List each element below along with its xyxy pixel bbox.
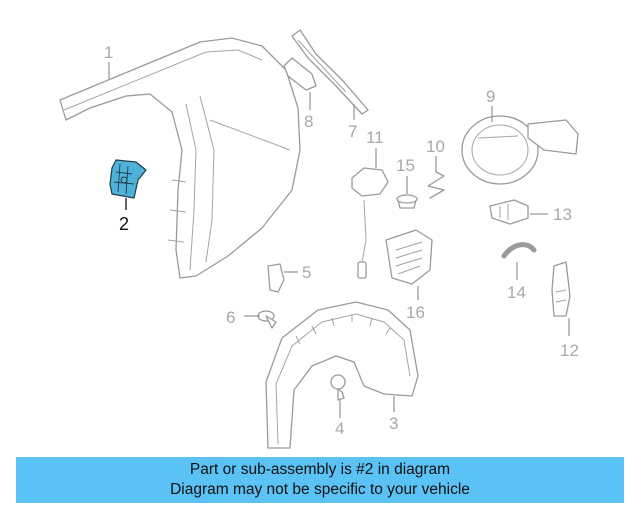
callout-7: 7	[348, 122, 357, 141]
callout-6: 6	[226, 308, 235, 327]
callout-14: 14	[507, 283, 526, 302]
callout-8: 8	[304, 112, 313, 131]
callout-2[interactable]: 2	[119, 214, 129, 234]
parts-diagram: 1 2 3 4 5 6 7 8 9 10 11 12 13 14 15 16	[59, 29, 579, 449]
clip-part-5	[267, 263, 285, 293]
callout-3: 3	[389, 414, 398, 433]
callout-5: 5	[302, 263, 311, 282]
grommet-part-15	[396, 194, 418, 209]
banner-line-disclaimer: Diagram may not be specific to your vehi…	[170, 481, 470, 498]
bracket-part-12	[551, 261, 571, 317]
callout-12: 12	[560, 341, 579, 360]
callout-10: 10	[426, 137, 445, 156]
connector-part-13	[489, 199, 529, 225]
trim-strip-part-7	[291, 29, 369, 115]
callout-16: 16	[406, 303, 425, 322]
actuator-part-11	[351, 167, 389, 279]
spring-part-10	[427, 171, 445, 199]
leader-lines	[108, 62, 570, 418]
vent-part-16	[385, 229, 433, 285]
bolt-part-4	[330, 374, 346, 401]
fuel-door-part-9	[461, 115, 579, 185]
callout-4: 4	[335, 419, 344, 438]
push-pin-part-6	[257, 310, 277, 329]
callout-11: 11	[366, 128, 384, 147]
callout-13: 13	[553, 205, 572, 224]
wheel-liner-part-3	[265, 301, 419, 449]
callout-1: 1	[104, 43, 113, 62]
hose-part-14	[501, 242, 537, 259]
quarter-panel-part-1	[59, 37, 301, 279]
info-banner: Part or sub-assembly is #2 in diagram Di…	[16, 457, 624, 503]
clip-part-8	[283, 57, 317, 91]
banner-line-part-info: Part or sub-assembly is #2 in diagram	[189, 461, 451, 478]
highlighted-bracket-part-2	[109, 159, 147, 199]
callout-15: 15	[396, 156, 415, 175]
callout-9: 9	[486, 87, 495, 106]
